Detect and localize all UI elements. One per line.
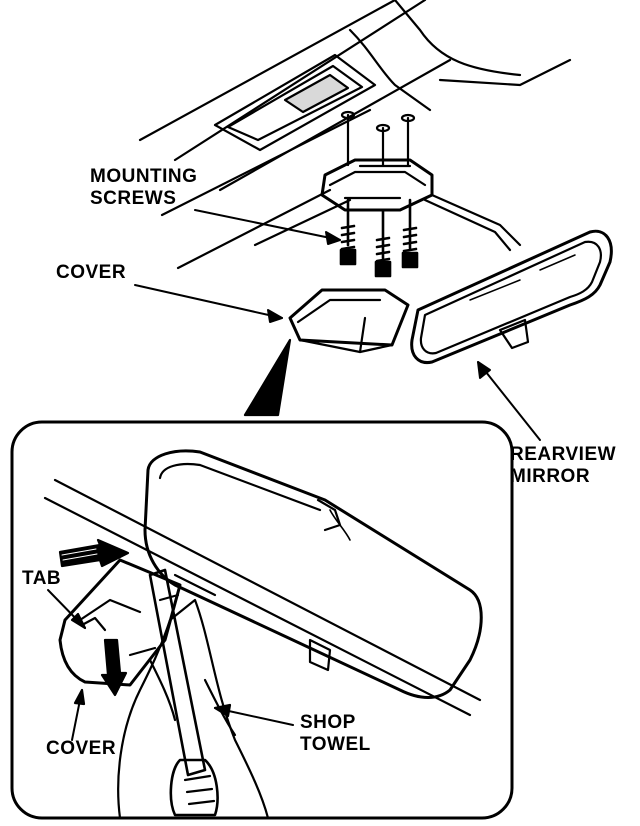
shop-towel-label: SHOP TOWEL xyxy=(300,712,371,756)
mounting-screws xyxy=(339,198,419,278)
mounting-screws-label-line1: MOUNTING xyxy=(90,166,198,187)
shop-towel-label-line2: TOWEL xyxy=(300,734,371,755)
shop-towel-label-line1: SHOP xyxy=(300,712,356,733)
tab-label: TAB xyxy=(22,568,62,589)
mounting-screws-label-line2: SCREWS xyxy=(90,188,177,209)
mounting-screws-label: MOUNTING SCREWS xyxy=(90,166,197,210)
cover-top-part xyxy=(288,288,410,354)
callout-wedge xyxy=(243,338,292,417)
upper-screws xyxy=(340,110,416,167)
detail-inset-frame xyxy=(10,420,514,820)
rearview-mirror-label-line1: REARVIEW xyxy=(510,444,617,465)
cover-bottom-label: COVER xyxy=(46,738,117,759)
dome-light xyxy=(213,53,377,152)
leader-arrows xyxy=(134,209,541,441)
rearview-mirror-top xyxy=(410,229,613,365)
mount-bracket xyxy=(320,158,522,252)
rearview-mirror-label: REARVIEW MIRROR xyxy=(510,444,616,488)
cover-top-label: COVER xyxy=(56,262,127,283)
inset-detail xyxy=(43,449,483,820)
roof-headliner xyxy=(138,0,572,270)
rearview-mirror-label-line2: MIRROR xyxy=(510,466,591,487)
